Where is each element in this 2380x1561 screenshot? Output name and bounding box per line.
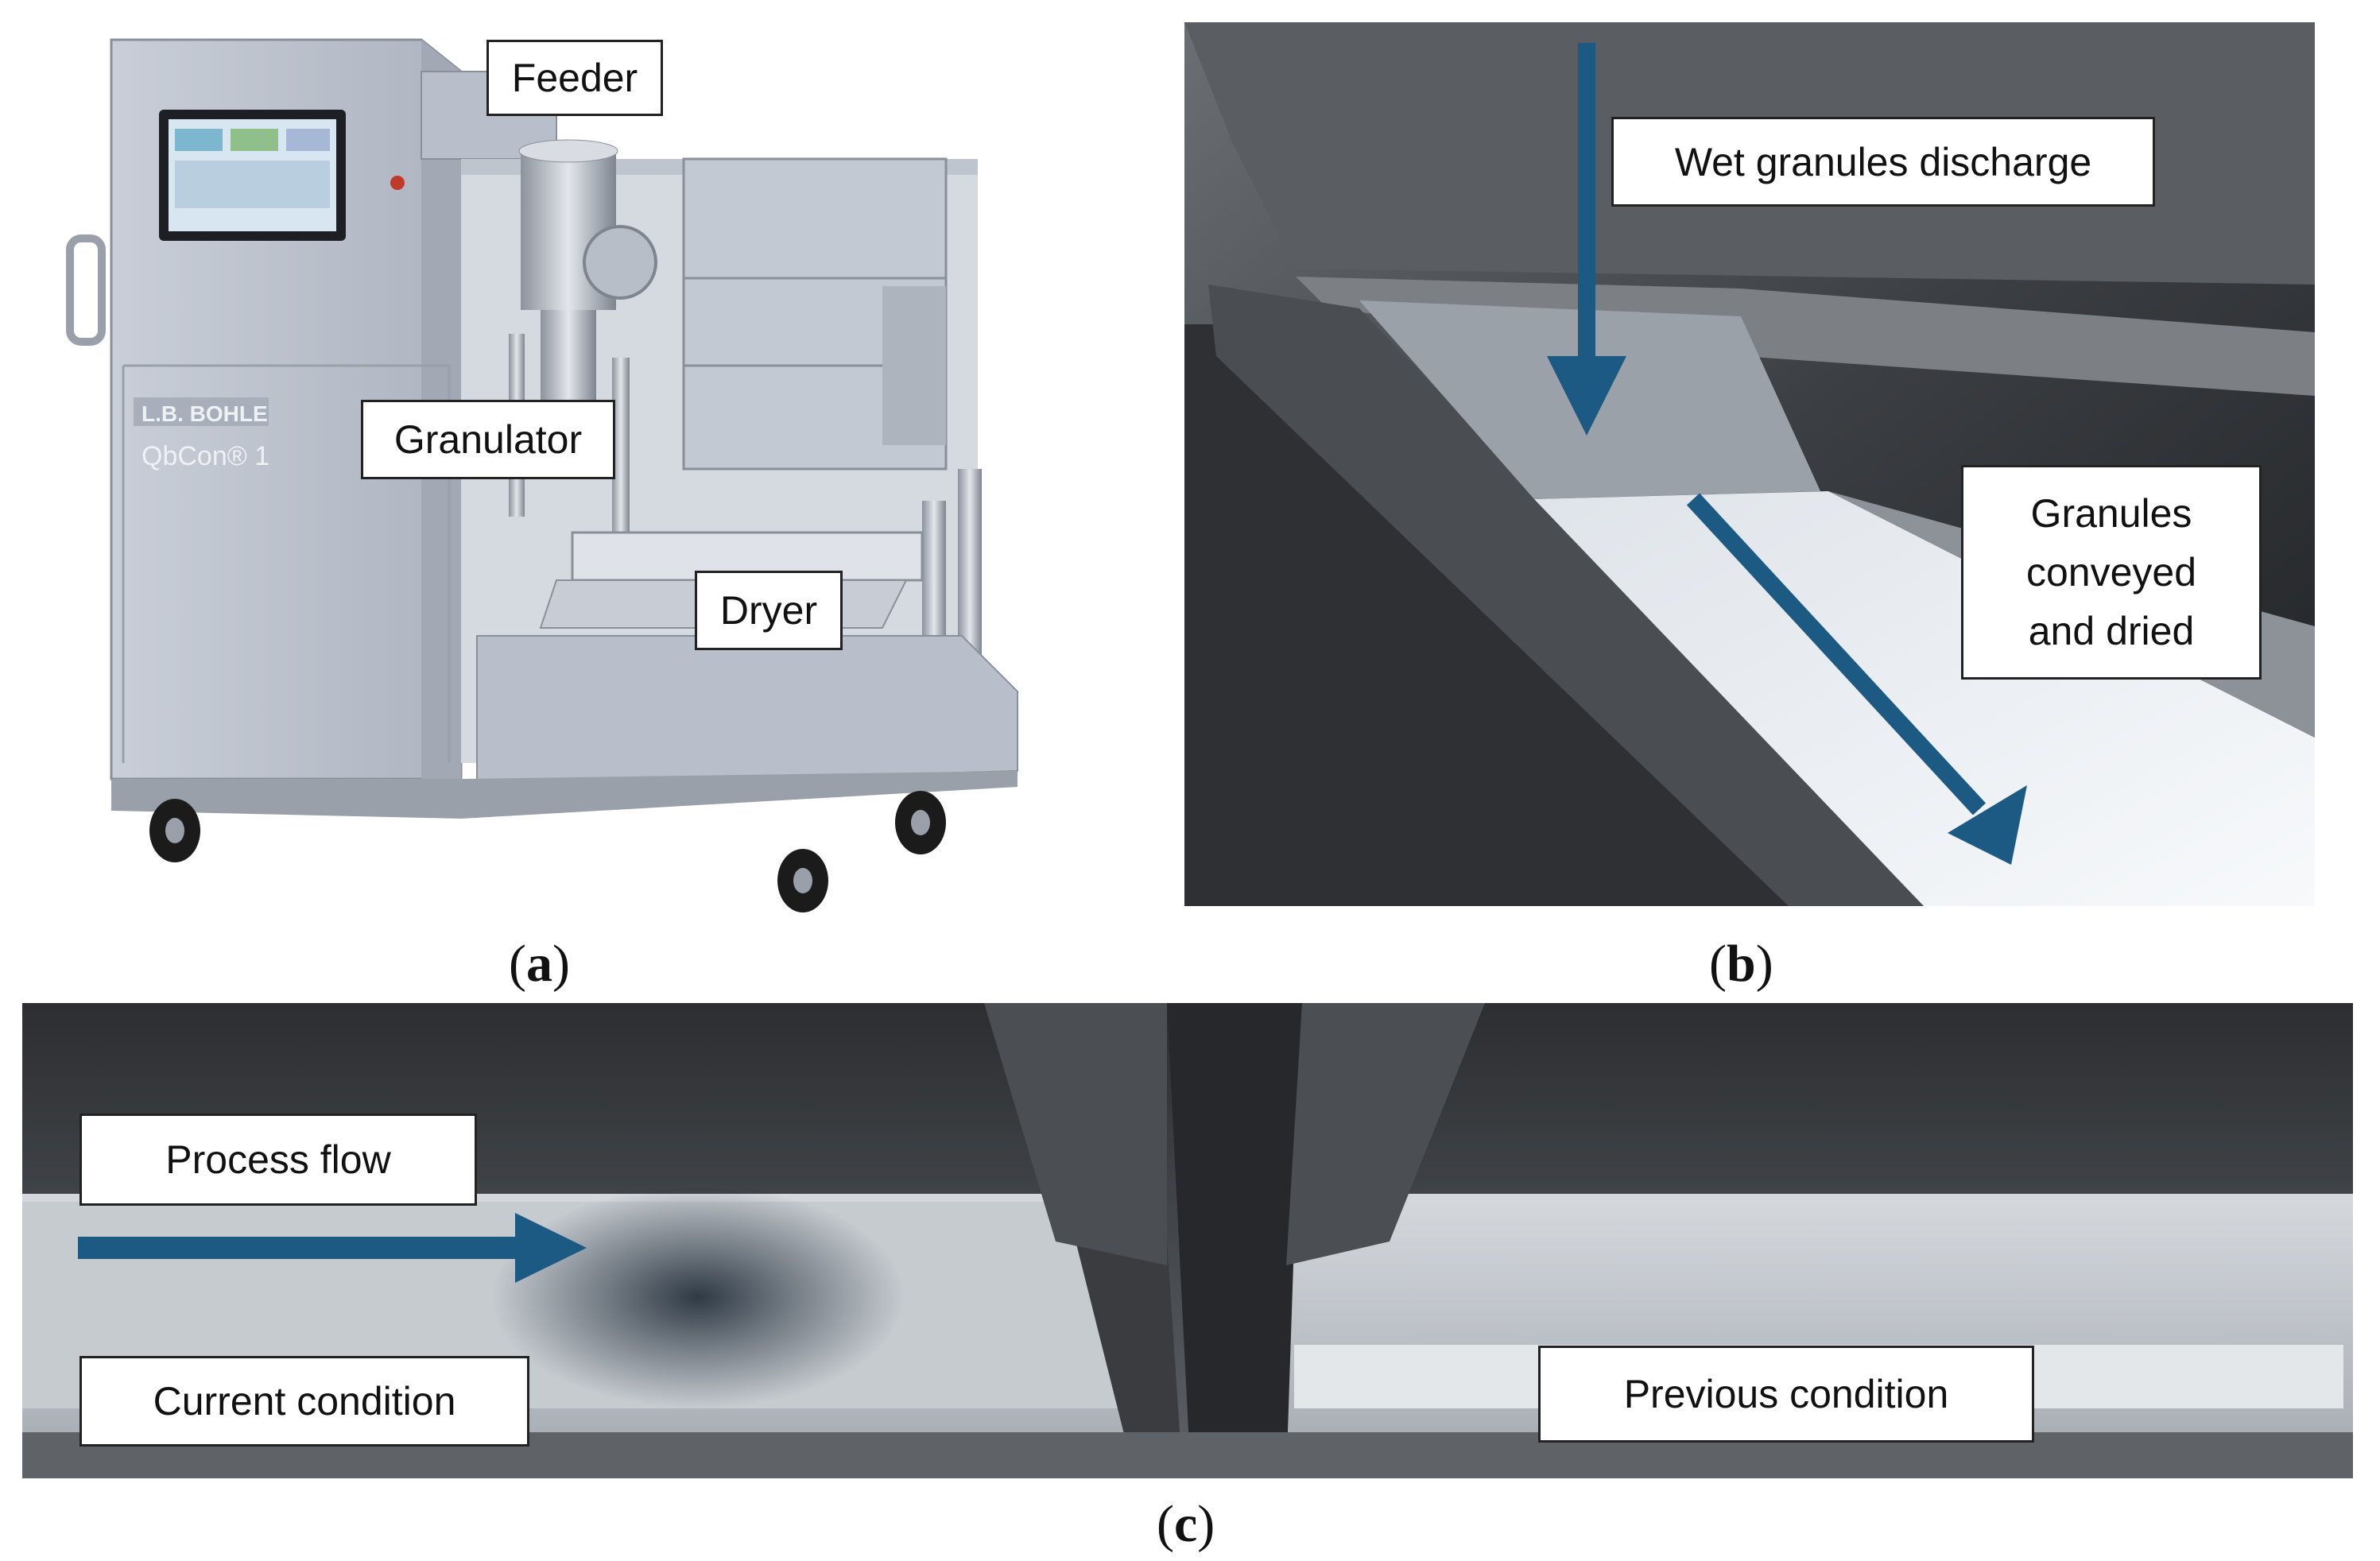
label-granulator: Granulator [361, 400, 615, 479]
caption-a: (a) [509, 935, 570, 993]
machine-model-text: QbCon® 1 [141, 441, 269, 471]
machine-illustration: L.B. BOHLE QbCon® 1 [66, 38, 1018, 912]
label-granules-conveyed-line3: and dried [2028, 609, 2195, 653]
label-current-condition: Current condition [79, 1356, 529, 1447]
caption-c: (c) [1157, 1495, 1215, 1553]
label-process-flow: Process flow [79, 1114, 477, 1206]
label-dryer: Dryer [695, 571, 843, 650]
arrow-icon [1547, 43, 1626, 436]
label-granules-conveyed-line1: Granules [2030, 491, 2192, 536]
caption-c-letter: c [1173, 1495, 1198, 1553]
label-granules-conveyed-line2: conveyed [2025, 550, 2197, 595]
caption-b-letter: b [1726, 935, 1756, 993]
arrow-icon [515, 1213, 587, 1283]
panel-a-machine-image: L.B. BOHLE QbCon® 1 [64, 24, 1049, 930]
machine-brand-text: L.B. BOHLE [141, 401, 268, 426]
label-granules-conveyed: Granules conveyed and dried [1961, 465, 2262, 680]
caption-a-letter: a [525, 935, 552, 993]
caption-b: (b) [1709, 935, 1773, 993]
label-wet-granules-discharge: Wet granules discharge [1611, 117, 2155, 207]
label-previous-condition: Previous condition [1538, 1346, 2034, 1443]
arrow-icon [1686, 493, 2027, 865]
arrow-icon [78, 1237, 539, 1259]
label-feeder: Feeder [486, 40, 663, 116]
